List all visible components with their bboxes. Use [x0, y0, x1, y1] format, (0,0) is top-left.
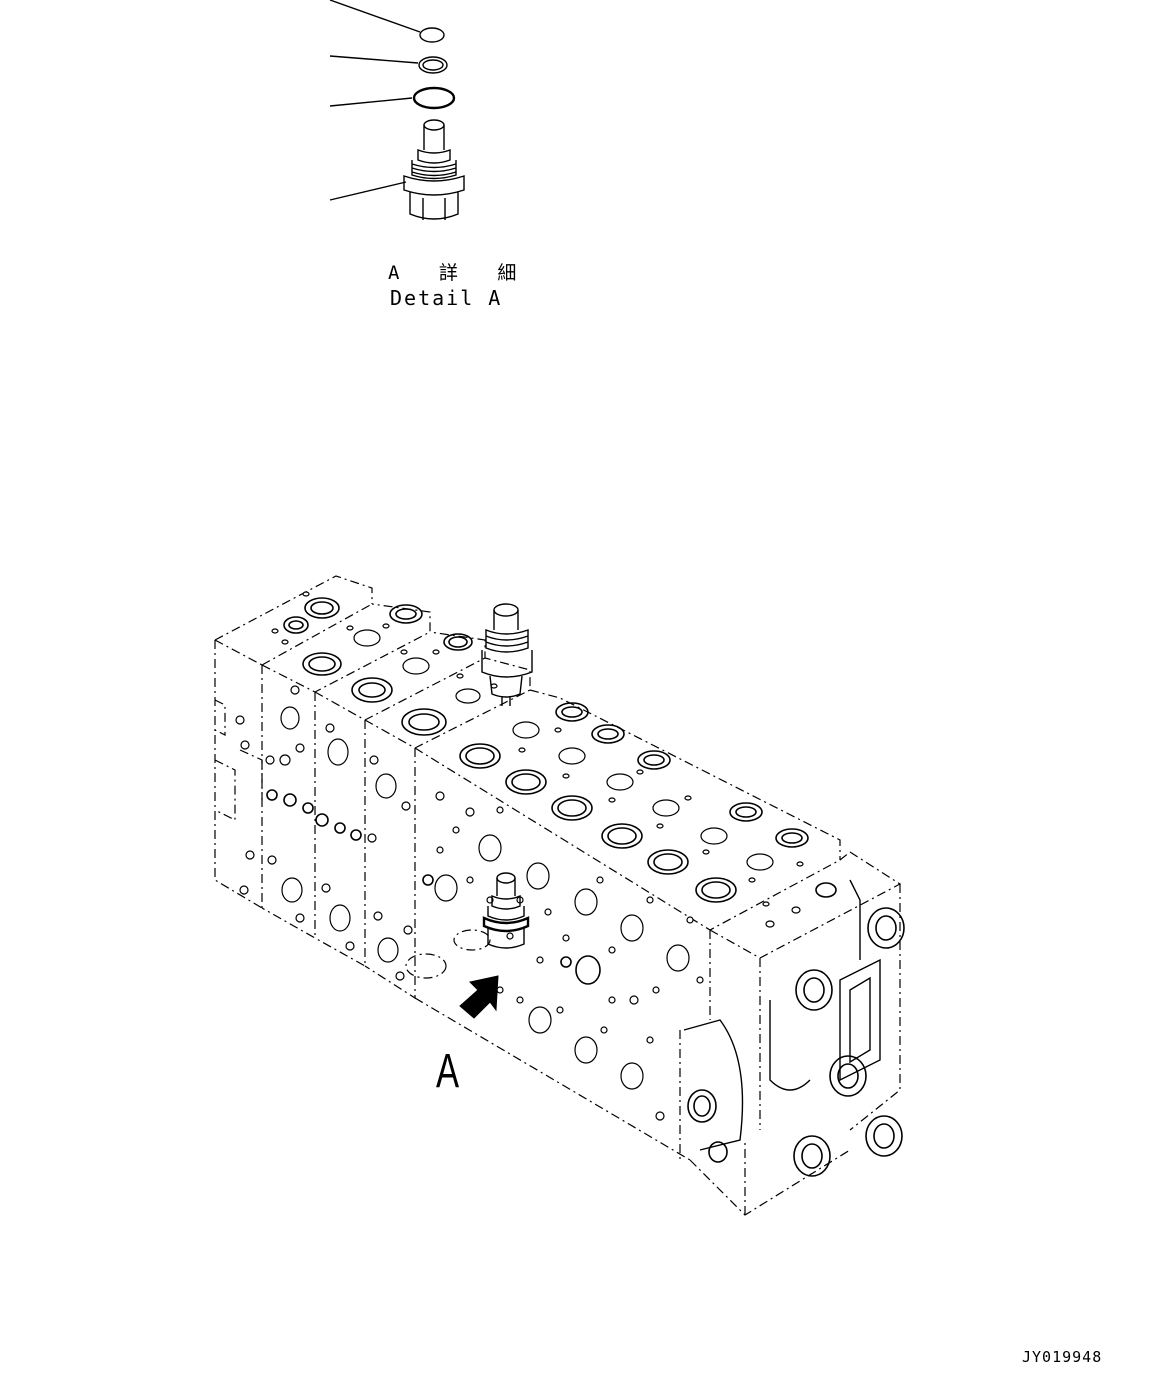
- installed-detail-a-plug-icon: [482, 872, 530, 949]
- drawing-number: JY019948: [1022, 1348, 1103, 1366]
- leader-line-valve-plug: [329, 181, 407, 201]
- leader-line-o-ring: [329, 97, 413, 107]
- seal-cap-icon: [419, 27, 445, 43]
- installed-top-plug-icon: [481, 603, 533, 706]
- detail-a-exploded-view: [329, 0, 465, 220]
- detail-a-label-en: Detail A: [390, 286, 503, 310]
- valve-plug-icon: [403, 119, 465, 220]
- leader-line-seal-cap: [329, 0, 421, 33]
- detail-a-label-jp: A 詳 細: [388, 262, 531, 284]
- control-valve-block: [214, 575, 905, 1216]
- o-ring-icon: [412, 86, 456, 110]
- backup-ring-icon: [418, 56, 448, 74]
- leader-line-backup-ring: [329, 55, 419, 64]
- view-a-arrow-icon: [459, 975, 499, 1019]
- view-a-label: A: [436, 1045, 460, 1098]
